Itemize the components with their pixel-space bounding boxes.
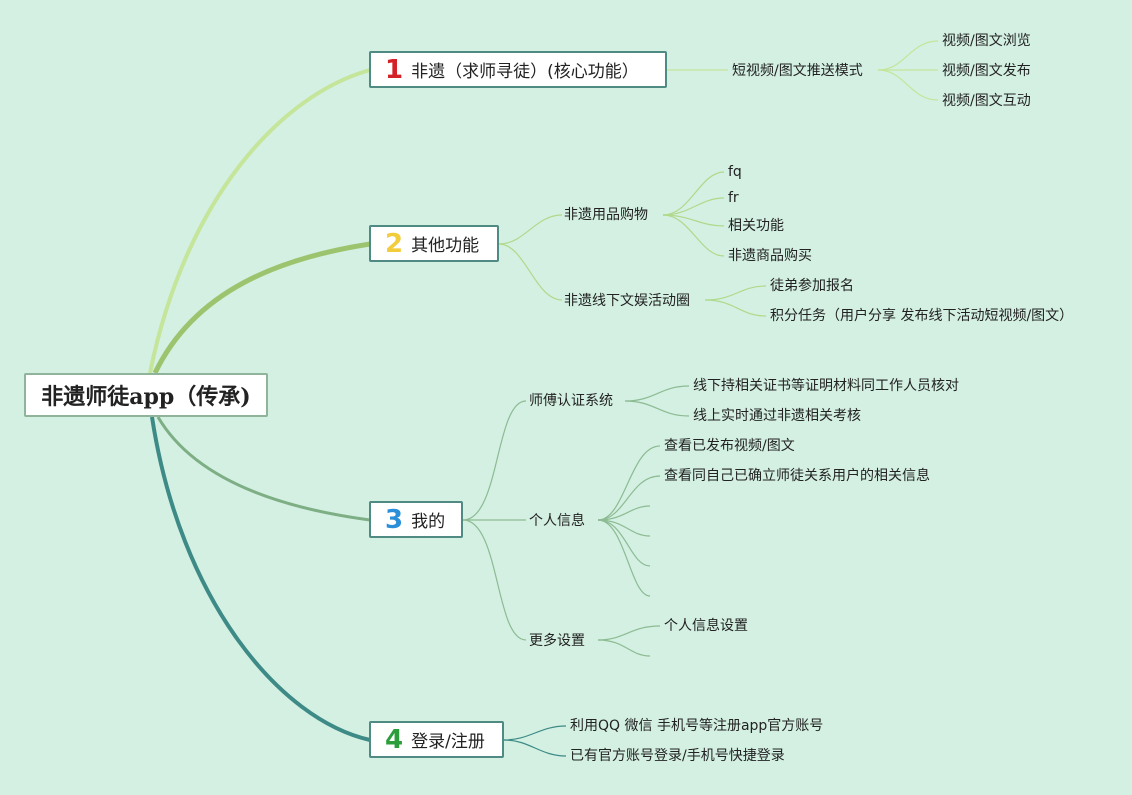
topic-label: 登录/注册	[411, 732, 485, 752]
branch-line-3	[156, 416, 371, 522]
topic-number-1: 1	[385, 54, 404, 85]
connector-t2-s1-leaf1	[662, 171, 725, 216]
connector-t2-s1-leaf4	[662, 214, 725, 257]
topic-2-other-features[interactable]: 2 其他功能	[369, 225, 499, 262]
connector-t3-s2-empty3	[597, 519, 651, 567]
connector-t2-sub2	[498, 243, 563, 301]
connector-t1-leaf1	[877, 40, 939, 71]
connector-t3-s1-leaf2	[624, 400, 690, 417]
connector-t3-s2-empty1	[597, 505, 651, 521]
connector-t1-leaf3	[877, 69, 939, 101]
connector-t3-s3-leaf1	[597, 625, 661, 641]
connector-t3-s2-leaf2	[597, 475, 661, 521]
leaf-personal-settings[interactable]: 个人信息设置	[664, 618, 748, 634]
connector-t2-s2-leaf1	[704, 285, 767, 301]
subtopic-shopping[interactable]: 非遗用品购物	[564, 207, 648, 223]
topic-number-2: 2	[385, 228, 404, 259]
topic-label: 我的	[411, 512, 446, 532]
subtopic-offline-activities[interactable]: 非遗线下文娱活动圈	[564, 293, 690, 309]
branch-line-2	[152, 241, 371, 375]
connector-t3-s2-leaf1	[597, 445, 661, 521]
leaf-online-exam[interactable]: 线上实时通过非遗相关考核	[693, 408, 861, 424]
leaf-video-publish[interactable]: 视频/图文发布	[942, 63, 1031, 79]
connector-t2-sub1	[498, 214, 563, 245]
leaf-video-browse[interactable]: 视频/图文浏览	[942, 33, 1031, 49]
subtopic-more-settings[interactable]: 更多设置	[529, 633, 585, 649]
topic-label: 其他功能	[411, 236, 480, 256]
connector-t4-sub2	[503, 739, 567, 757]
connector-t3-s2-empty4	[597, 519, 651, 597]
connector-t3-s1-leaf1	[624, 385, 690, 402]
subtopic-personal-info[interactable]: 个人信息	[529, 513, 585, 529]
connector-t2-s1-leaf2	[662, 197, 725, 216]
topic-4-login-register[interactable]: 4 登录/注册	[369, 721, 504, 758]
leaf-fq[interactable]: fq	[728, 164, 742, 180]
branch-line-1	[148, 68, 371, 374]
connector-t2-s2-leaf2	[704, 299, 767, 317]
leaf-apprentice-signup[interactable]: 徒弟参加报名	[770, 278, 854, 294]
leaf-fr[interactable]: fr	[728, 190, 739, 206]
branch-line-4	[150, 416, 371, 742]
topic-label: 非遗（求师寻徒）(核心功能）	[411, 62, 639, 82]
connector-t4-sub1	[503, 725, 567, 741]
connector-t3-s3-empty1	[597, 639, 651, 657]
topic-1-core-feature[interactable]: 1 非遗（求师寻徒）(核心功能）	[369, 51, 667, 88]
leaf-buy-goods[interactable]: 非遗商品购买	[728, 248, 812, 264]
leaf-related-functions[interactable]: 相关功能	[728, 218, 784, 234]
subtopic-register-account[interactable]: 利用QQ 微信 手机号等注册app官方账号	[570, 718, 824, 734]
leaf-view-published[interactable]: 查看已发布视频/图文	[664, 438, 795, 454]
leaf-view-master-relations[interactable]: 查看同自己已确立师徒关系用户的相关信息	[664, 468, 930, 484]
topic-number-4: 4	[385, 724, 404, 755]
root-topic[interactable]: 非遗师徒app（传承)	[24, 373, 268, 417]
subtopic-video-feed-mode[interactable]: 短视频/图文推送模式	[732, 63, 863, 79]
connector-t2-s1-leaf3	[662, 214, 725, 227]
topic-3-mine[interactable]: 3 我的	[369, 501, 463, 538]
connector-t3-sub1	[462, 400, 527, 521]
subtopic-quick-login[interactable]: 已有官方账号登录/手机号快捷登录	[570, 748, 785, 764]
subtopic-master-certification[interactable]: 师傅认证系统	[529, 393, 613, 409]
leaf-points-tasks[interactable]: 积分任务（用户分享 发布线下活动短视频/图文）	[770, 308, 1074, 324]
leaf-video-interact[interactable]: 视频/图文互动	[942, 93, 1031, 109]
leaf-offline-verification[interactable]: 线下持相关证书等证明材料同工作人员核对	[693, 378, 959, 394]
topic-number-3: 3	[385, 504, 404, 535]
connector-t3-sub3	[462, 519, 527, 641]
